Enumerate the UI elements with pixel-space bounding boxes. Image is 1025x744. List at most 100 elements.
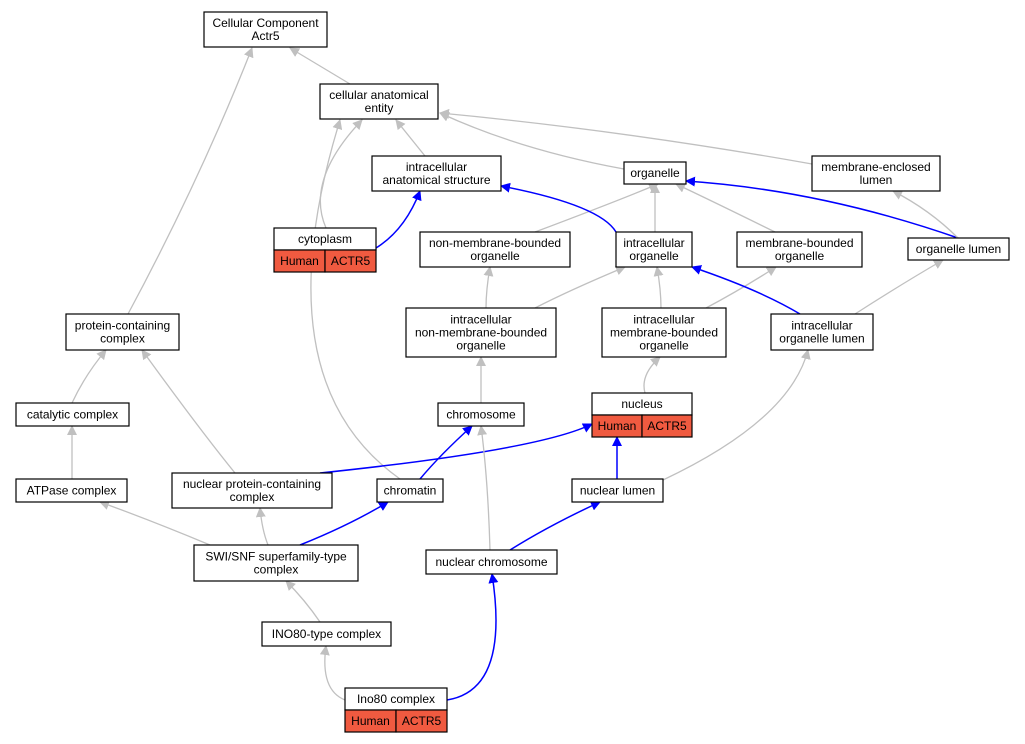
node-label: organelle lumen bbox=[916, 242, 1001, 256]
edge-swisnf-to-npcc bbox=[255, 507, 269, 546]
node-box bbox=[261, 621, 392, 647]
node-box bbox=[425, 549, 558, 575]
node-box bbox=[171, 472, 333, 509]
edge-nmbo-to-organelle bbox=[534, 182, 659, 233]
node-chromatin[interactable]: chromatin bbox=[376, 478, 444, 503]
node-label: organelle lumen bbox=[779, 332, 864, 346]
node-ino80t[interactable]: INO80-type complex bbox=[261, 621, 392, 647]
node-box bbox=[203, 11, 328, 48]
node-organelle[interactable]: organelle bbox=[623, 161, 687, 185]
node-label: protein-containing bbox=[75, 319, 170, 333]
edge-swisnf-to-chromatin bbox=[299, 501, 389, 546]
node-label: entity bbox=[365, 101, 394, 115]
edge-inmbo-to-nmbo bbox=[483, 266, 494, 309]
node-inmbo[interactable]: intracellularnon-membrane-boundedorganel… bbox=[405, 307, 557, 358]
node-box bbox=[15, 478, 128, 503]
node-ol[interactable]: organelle lumen bbox=[907, 237, 1010, 261]
node-nl[interactable]: nuclear lumen bbox=[571, 478, 664, 503]
node-label: membrane-bounded bbox=[610, 326, 718, 340]
node-label: intracellular bbox=[406, 160, 467, 174]
node-box bbox=[907, 237, 1010, 261]
edge-layer bbox=[67, 47, 959, 701]
node-label: intracellular bbox=[450, 313, 511, 327]
annotation-cell bbox=[324, 249, 377, 273]
edge-mel-to-cae bbox=[439, 108, 813, 165]
annotation-gene: ACTR5 bbox=[647, 419, 687, 433]
edge-imbo-to-io bbox=[653, 266, 664, 309]
node-box bbox=[15, 402, 130, 427]
node-label: nuclear lumen bbox=[580, 484, 655, 498]
node-label: organelle bbox=[470, 249, 520, 263]
node-label: organelle bbox=[456, 339, 506, 353]
node-label: cellular anatomical bbox=[329, 88, 428, 102]
node-label: ATPase complex bbox=[27, 484, 117, 498]
node-label: complex bbox=[254, 563, 299, 577]
edge-ino80c-to-nc bbox=[446, 573, 499, 701]
edge-imbo-to-mbo bbox=[705, 266, 777, 309]
node-label: nuclear chromosome bbox=[435, 555, 547, 569]
node-chromosome[interactable]: chromosome bbox=[437, 402, 525, 427]
edge-swisnf-to-atpase bbox=[99, 500, 211, 546]
edge-npcc-to-pcc bbox=[141, 349, 236, 474]
node-box bbox=[770, 313, 874, 351]
annotation-species: Human bbox=[351, 714, 390, 728]
node-label: nuclear protein-containing bbox=[183, 477, 321, 491]
node-box bbox=[376, 478, 444, 503]
edge-ias-to-cae bbox=[395, 119, 426, 157]
node-label: membrane-enclosed bbox=[821, 160, 930, 174]
node-box bbox=[65, 313, 180, 351]
node-label: organelle bbox=[639, 339, 689, 353]
edge-npcc-to-nucleus bbox=[319, 423, 593, 474]
edge-ol-to-organelle bbox=[685, 176, 959, 239]
edge-mbo-to-organelle bbox=[675, 183, 776, 233]
node-box bbox=[437, 402, 525, 427]
node-label: Actr5 bbox=[251, 29, 279, 43]
edge-nucleus-to-imbo bbox=[643, 356, 661, 394]
node-label: membrane-bounded bbox=[745, 236, 853, 250]
edge-cae-to-root bbox=[289, 47, 351, 85]
edge-cc-to-pcc bbox=[71, 349, 107, 404]
node-atpase[interactable]: ATPase complex bbox=[15, 478, 128, 503]
edge-nc-to-nl bbox=[509, 501, 601, 551]
edge-nl-to-iol bbox=[662, 349, 811, 481]
node-label: non-membrane-bounded bbox=[429, 236, 561, 250]
node-label: intracellular bbox=[791, 319, 852, 333]
node-label: INO80-type complex bbox=[272, 627, 381, 641]
node-cc[interactable]: catalytic complex bbox=[15, 402, 130, 427]
annotation-gene: ACTR5 bbox=[331, 254, 371, 268]
node-box bbox=[193, 544, 359, 582]
edge-cytoplasm-to-cae bbox=[319, 119, 363, 229]
node-box bbox=[319, 83, 439, 120]
edge-ol-to-mel bbox=[892, 190, 959, 239]
node-label: cytoplasm bbox=[298, 232, 352, 246]
node-label: organelle bbox=[630, 166, 680, 180]
node-nc[interactable]: nuclear chromosome bbox=[425, 549, 558, 575]
node-box bbox=[405, 307, 557, 358]
node-box bbox=[419, 231, 571, 268]
edge-cytoplasm-to-ias bbox=[375, 190, 422, 249]
node-label: catalytic complex bbox=[27, 408, 118, 422]
node-label: SWI/SNF superfamily-type bbox=[205, 550, 347, 564]
node-label: anatomical structure bbox=[382, 173, 490, 187]
edge-inmbo-to-io bbox=[534, 265, 626, 309]
edge-iol-to-ol bbox=[854, 259, 944, 315]
node-box bbox=[736, 231, 863, 268]
node-label: nucleus bbox=[621, 397, 662, 411]
